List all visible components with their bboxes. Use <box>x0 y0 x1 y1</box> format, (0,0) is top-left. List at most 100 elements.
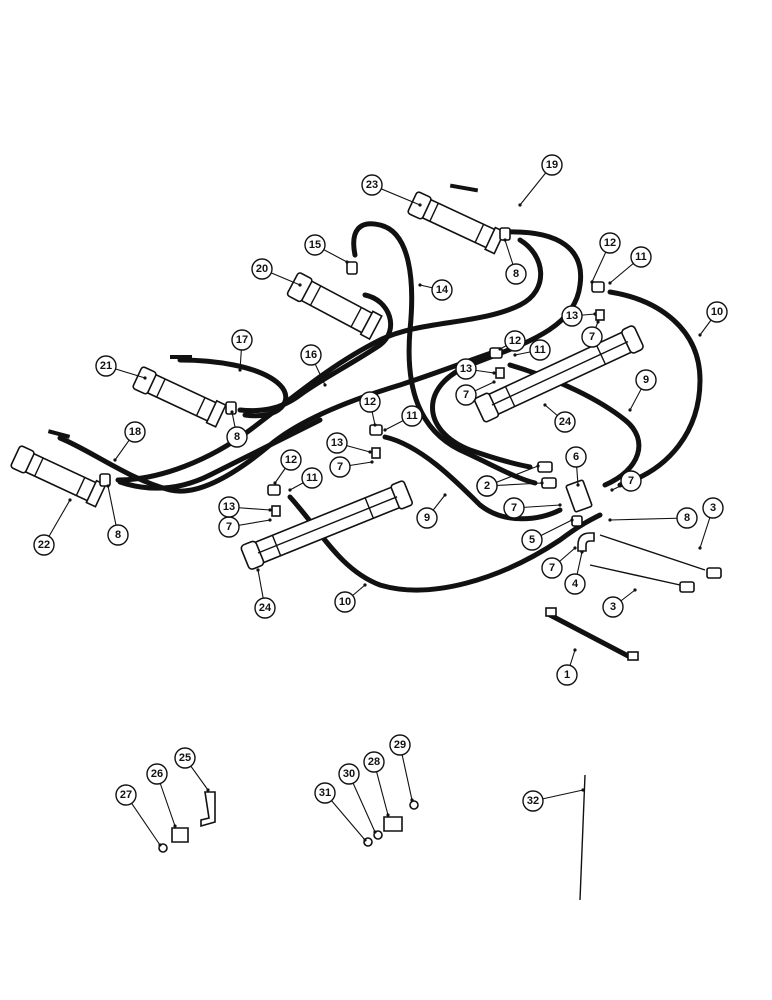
callout-pointer <box>543 403 547 407</box>
callout-number: 9 <box>643 374 649 386</box>
callout-number: 3 <box>610 601 616 613</box>
callout-c7g: 7 <box>541 546 577 579</box>
callout-number: 7 <box>463 389 469 401</box>
callout-number: 17 <box>236 334 248 346</box>
callout-pointer <box>590 280 594 284</box>
hose-1-end-right <box>627 651 639 661</box>
callout-pointer <box>368 450 372 454</box>
hose-3-lower <box>589 564 681 586</box>
callout-number: 13 <box>331 437 343 449</box>
callout-c27: 27 <box>115 784 162 847</box>
callout-circle <box>565 446 587 468</box>
callout-circle <box>174 747 196 769</box>
callout-circle <box>251 258 273 280</box>
callout-number: 12 <box>604 237 616 249</box>
callout-pointer <box>628 408 632 412</box>
callout-number: 7 <box>226 521 232 533</box>
callout-number: 13 <box>223 501 235 513</box>
callout-circle <box>33 534 55 556</box>
callout-number: 12 <box>509 335 521 347</box>
callout-circle <box>431 279 453 301</box>
hose-9-lower <box>382 434 563 522</box>
callout-pointer <box>410 798 414 802</box>
callout-pointer <box>698 333 702 337</box>
callout-number: 11 <box>534 344 546 356</box>
callout-number: 7 <box>511 502 517 514</box>
callout-c26: 26 <box>146 763 177 828</box>
callout-number: 3 <box>710 502 716 514</box>
tie-strap-32 <box>579 774 586 901</box>
callout-number: 9 <box>424 512 430 524</box>
callout-number: 13 <box>566 310 578 322</box>
fitting-8-mid <box>225 401 237 415</box>
callout-circle <box>522 790 544 812</box>
callout-c7f: 7 <box>503 497 562 519</box>
callout-c21: 21 <box>95 355 147 380</box>
fitting-23-rod <box>449 183 479 193</box>
callout-circle <box>635 369 657 391</box>
callout-c30: 30 <box>338 763 377 834</box>
callout-group: 1223345677777778888991010111111111212121… <box>33 154 728 847</box>
callout-circle <box>95 355 117 377</box>
callout-circle <box>702 497 724 519</box>
callout-c29: 29 <box>389 734 414 802</box>
callout-pointer <box>576 483 580 487</box>
callout-number: 6 <box>573 451 579 463</box>
callout-number: 18 <box>129 426 141 438</box>
callout-number: 28 <box>368 756 380 768</box>
callout-circle <box>329 456 351 478</box>
callout-circle <box>124 421 146 443</box>
callout-number: 7 <box>589 331 595 343</box>
cylinder-22 <box>10 445 107 508</box>
callout-c32: 32 <box>522 788 585 812</box>
callout-circle <box>326 432 348 454</box>
hose-1-end-left <box>545 607 557 617</box>
callout-circle <box>334 591 356 613</box>
callout-circle <box>503 497 525 519</box>
callout-c4: 4 <box>564 550 586 595</box>
hose-19 <box>430 229 584 470</box>
callout-c6: 6 <box>565 446 587 487</box>
callout-c12d: 12 <box>273 449 302 485</box>
callout-circle <box>620 470 642 492</box>
callout-c2b: 2 <box>476 475 544 497</box>
callout-number: 13 <box>460 363 472 375</box>
callout-pointer <box>540 481 544 485</box>
callout-pointer <box>633 588 637 592</box>
callout-circle <box>146 763 168 785</box>
callout-pointer <box>370 460 374 464</box>
callout-c7a: 7 <box>581 320 603 348</box>
callout-pointer <box>498 347 502 351</box>
callout-circle <box>541 557 563 579</box>
callout-number: 2 <box>484 480 490 492</box>
callout-c13c: 13 <box>326 432 372 454</box>
callout-c8a: 8 <box>503 238 527 285</box>
callout-pointer <box>596 320 600 324</box>
callout-number: 12 <box>285 454 297 466</box>
cylinder-23 <box>407 191 506 255</box>
callout-number: 8 <box>684 512 690 524</box>
hose-14 <box>351 221 538 486</box>
callout-c14: 14 <box>418 279 453 301</box>
callout-pointer <box>373 423 377 427</box>
callout-c13a: 13 <box>561 305 597 327</box>
callout-number: 11 <box>406 410 418 422</box>
bolt-29 <box>409 800 419 810</box>
clamp-26 <box>171 827 189 843</box>
callout-circle <box>280 449 302 471</box>
callout-number: 12 <box>364 396 376 408</box>
callout-pointer <box>386 813 390 817</box>
callout-circle <box>359 391 381 413</box>
callout-c11a: 11 <box>608 246 652 285</box>
elbow-4 <box>577 532 595 552</box>
callout-pointer <box>492 371 496 375</box>
callout-pointer <box>68 498 72 502</box>
callout-pointer <box>503 238 507 242</box>
callout-circle <box>300 344 322 366</box>
callout-c10a: 10 <box>698 301 728 337</box>
callout-pointer <box>608 281 612 285</box>
callout-pointer <box>238 368 242 372</box>
callout-number: 8 <box>115 529 121 541</box>
callout-circle <box>361 174 383 196</box>
callout-circle <box>505 263 527 285</box>
